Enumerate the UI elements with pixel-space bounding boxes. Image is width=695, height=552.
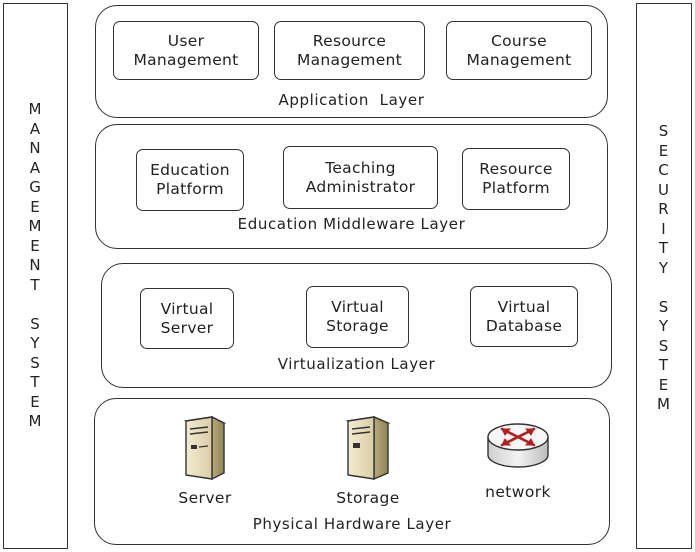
management-letter: N — [29, 139, 42, 157]
management-letter: G — [29, 178, 42, 196]
security-letter: S — [658, 122, 670, 140]
security-system-panel: S E C U R I T Y S Y S T E M — [636, 3, 692, 549]
virtual-server-module: Virtual Server — [140, 288, 234, 349]
security-letter: Y — [658, 258, 670, 277]
storage-label: Storage — [336, 489, 400, 507]
module-label-line: Management — [133, 50, 239, 69]
module-label-line: Platform — [482, 179, 550, 197]
resource-management-module: Resource Management — [274, 21, 425, 80]
teaching-administrator-module: Teaching Administrator — [283, 146, 438, 209]
physical-layer-title: Physical Hardware Layer — [252, 515, 452, 533]
management-letter: N — [29, 256, 42, 274]
module-label-line: Virtual — [160, 299, 214, 318]
router-icon — [487, 423, 549, 468]
application-layer: User Management Resource Management Cour… — [95, 5, 608, 118]
management-letter: S — [30, 353, 41, 372]
management-system-label: M A N A G E M E N T S Y S T E M — [4, 100, 67, 432]
management-system-panel: M A N A G E M E N T S Y S T E M — [3, 3, 68, 549]
management-letter: T — [30, 275, 41, 294]
virtual-database-module: Virtual Database — [470, 286, 578, 347]
module-label-line: Resource — [312, 31, 387, 50]
module-label-line: Course — [491, 31, 547, 50]
management-letter: A — [29, 158, 42, 177]
module-label-line: Storage — [326, 317, 389, 335]
security-letter: Y — [658, 317, 670, 335]
module-label-line: Database — [485, 316, 563, 335]
resource-platform-module: Resource Platform — [462, 148, 570, 210]
security-letter: C — [658, 161, 670, 179]
virtual-storage-module: Virtual Storage — [306, 286, 409, 348]
course-management-module: Course Management — [446, 21, 592, 80]
server-label: Server — [178, 489, 232, 507]
management-letter: M — [28, 217, 43, 235]
education-platform-module: Education Platform — [136, 149, 244, 211]
module-label-line: Management — [296, 50, 403, 69]
management-letter: T — [30, 373, 41, 391]
module-label-line: Server — [160, 318, 214, 337]
management-letter: Y — [30, 334, 41, 352]
management-letter: S — [30, 314, 41, 333]
management-letter: E — [30, 197, 41, 216]
module-label-line: Virtual — [497, 297, 551, 316]
module-label-line: Administrator — [305, 177, 416, 196]
server-icon — [183, 415, 227, 481]
storage-item: Storage — [323, 413, 413, 507]
middleware-layer-title: Education Middleware Layer — [237, 215, 466, 233]
storage-icon — [345, 415, 391, 481]
user-management-module: User Management — [113, 21, 259, 80]
management-letter: A — [29, 119, 42, 138]
module-label-line: Education — [150, 161, 230, 179]
security-letter: I — [661, 219, 667, 238]
education-middleware-layer: Education Platform Teaching Administrato… — [95, 124, 608, 249]
security-letter: S — [658, 297, 670, 316]
security-letter: S — [658, 336, 670, 355]
security-letter: M — [657, 395, 671, 413]
server-item: Server — [165, 413, 245, 507]
security-letter: E — [658, 375, 670, 394]
virtualization-layer-title: Virtualization Layer — [277, 355, 436, 373]
management-letter: M — [28, 100, 43, 118]
security-letter: R — [658, 200, 670, 218]
network-item: network — [473, 415, 563, 501]
security-letter: T — [658, 239, 670, 257]
network-label: network — [485, 483, 551, 501]
management-letter: E — [30, 236, 41, 255]
module-label-line: Management — [466, 50, 572, 69]
module-label-line: Virtual — [331, 298, 384, 316]
physical-hardware-layer: Server Storage — [94, 398, 610, 545]
security-letter: U — [658, 180, 670, 199]
security-system-label: S E C U R I T Y S Y S T E M — [637, 122, 691, 415]
security-letter: E — [658, 141, 670, 160]
management-letter: M — [28, 412, 43, 430]
module-label-line: Platform — [156, 180, 224, 198]
module-label-line: User — [167, 31, 205, 50]
application-layer-title: Application Layer — [278, 91, 425, 109]
virtualization-layer: Virtual Server Virtual Storage Virtual D… — [101, 263, 612, 388]
module-label-line: Resource — [479, 160, 553, 178]
security-letter: T — [658, 356, 670, 374]
module-label-line: Teaching — [325, 158, 396, 177]
management-letter: E — [30, 392, 41, 411]
